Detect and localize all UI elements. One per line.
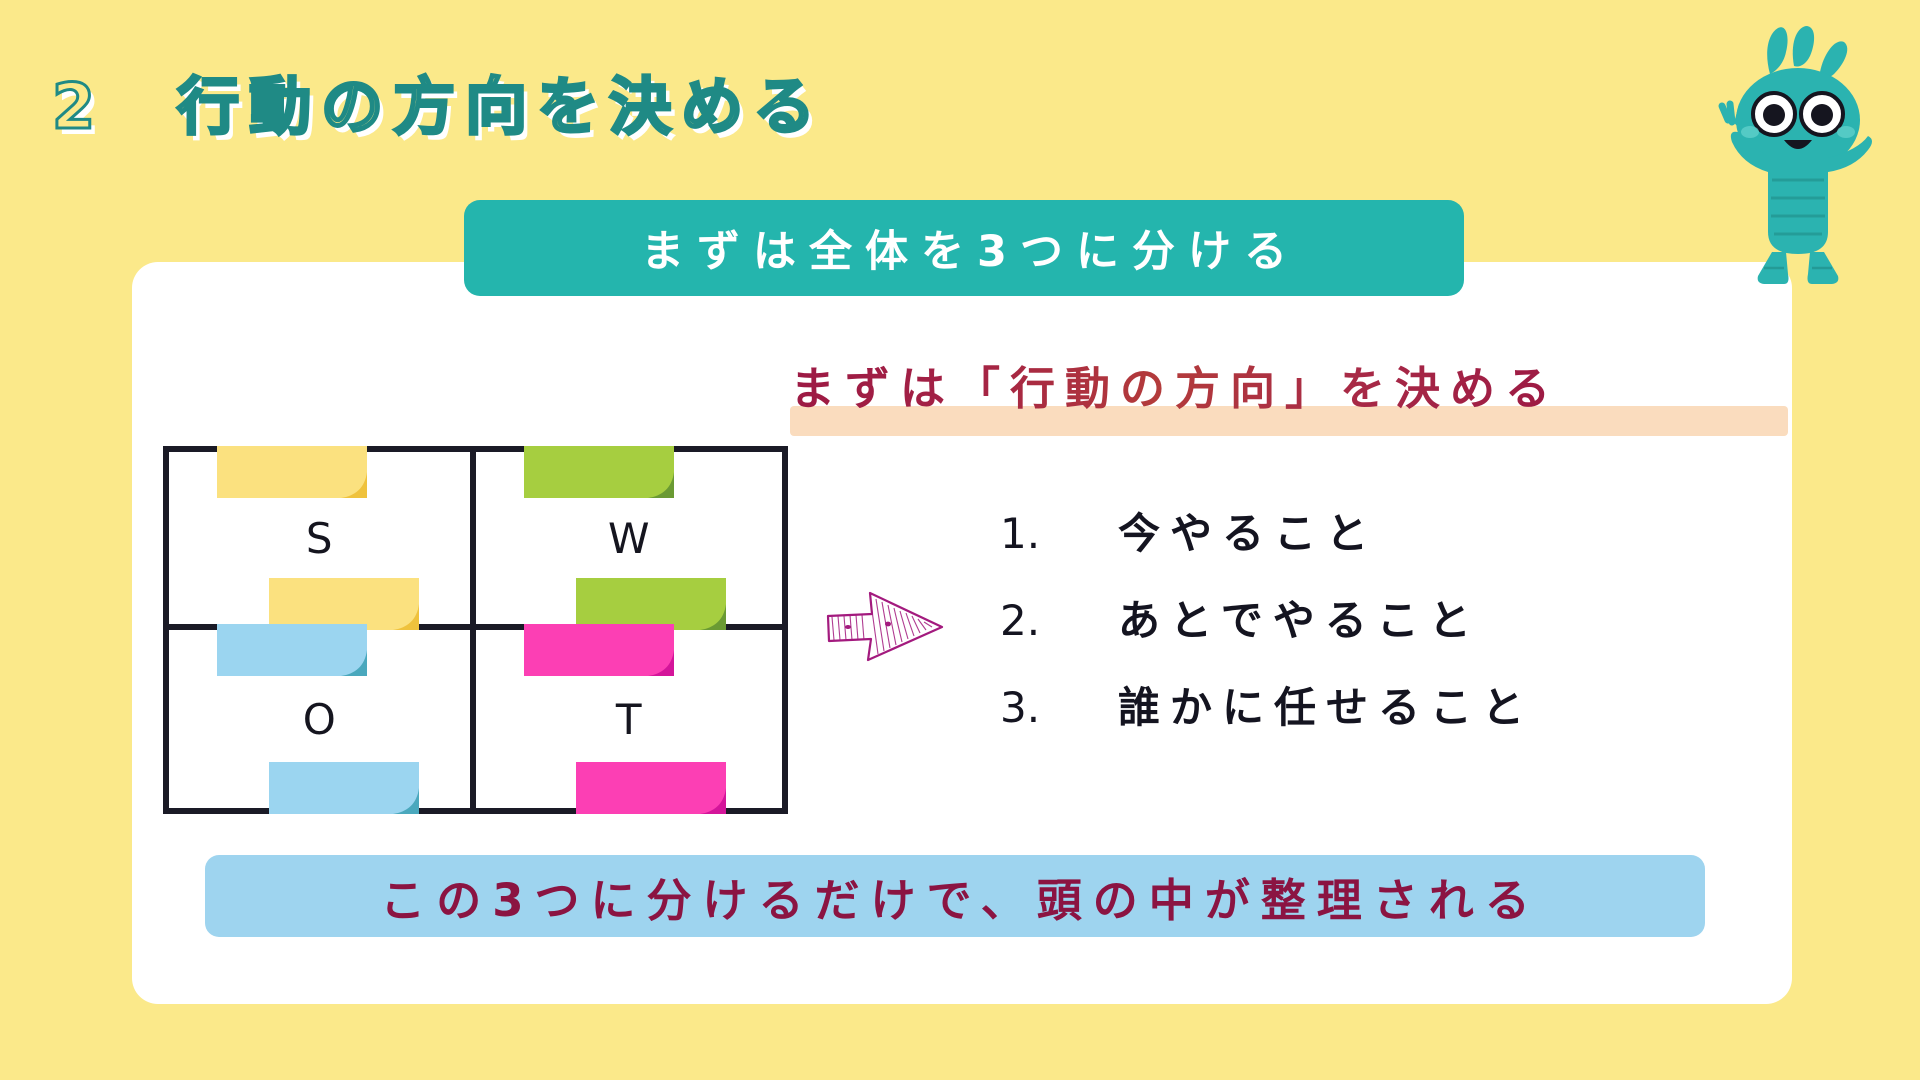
sticky-note	[523, 624, 674, 676]
sticky-note	[269, 578, 419, 630]
ordered-list: 1. 今やること 2. あとでやること 3. 誰かに任せること	[1000, 500, 1534, 761]
page-title: 2 行動の方向を決める	[50, 69, 826, 145]
swot-cell-o: O	[169, 624, 476, 814]
list-item-label: 今やること	[1118, 509, 1379, 558]
list-item-index: 2.	[1000, 596, 1041, 645]
list-item-index: 1.	[1000, 509, 1041, 558]
sticky-note	[523, 446, 674, 498]
sticky-note	[575, 578, 726, 630]
section-heading-label: まずは「行動の方向」を決める	[790, 352, 1560, 417]
swot-letter: O	[302, 694, 336, 744]
hand-drawn-arrow-icon	[826, 591, 944, 662]
list-item-label: 誰かに任せること	[1118, 683, 1535, 732]
summary-banner-label: この3つに分けるだけで、頭の中が整理される	[380, 873, 1541, 927]
swot-letter: S	[305, 513, 333, 563]
swot-cell-t: T	[476, 624, 783, 814]
summary-banner: この3つに分けるだけで、頭の中が整理される	[205, 855, 1705, 937]
heading-underline-highlight	[790, 406, 1788, 436]
swot-letter: W	[607, 513, 650, 563]
mascot-creature-icon	[1718, 26, 1872, 284]
section-heading: まずは「行動の方向」を決める	[790, 352, 1788, 436]
teal-banner-label: まずは全体を3つに分ける	[641, 227, 1300, 277]
list-item: 2. あとでやること	[1000, 587, 1534, 648]
swot-matrix: S W O T	[163, 446, 788, 814]
sticky-note	[217, 446, 367, 498]
list-item-index: 3.	[1000, 683, 1041, 732]
list-item: 3. 誰かに任せること	[1000, 674, 1534, 735]
sticky-note	[575, 762, 726, 814]
swot-letter: T	[615, 694, 642, 744]
swot-cell-w: W	[475, 446, 782, 630]
teal-banner: まずは全体を3つに分ける	[464, 200, 1464, 296]
sticky-note	[217, 624, 367, 676]
swot-cell-s: S	[169, 446, 476, 630]
list-item: 1. 今やること	[1000, 500, 1534, 561]
list-item-label: あとでやること	[1118, 596, 1481, 645]
sticky-note	[269, 762, 419, 814]
